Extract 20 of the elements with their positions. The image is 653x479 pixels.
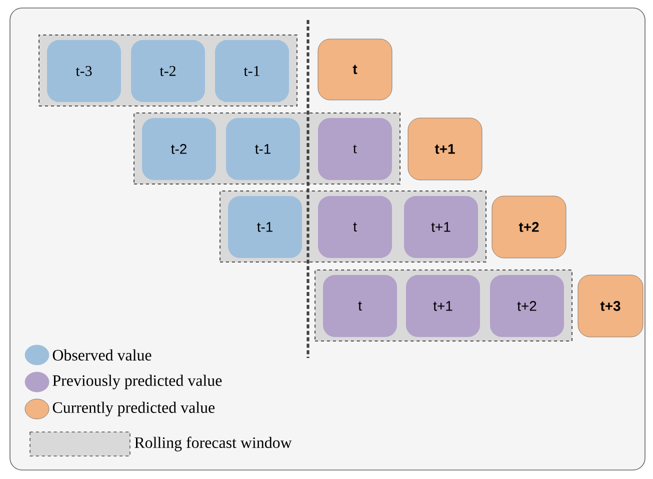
- value-box: t+1: [404, 196, 478, 258]
- value-box: t-1: [228, 196, 302, 258]
- value-box: t+1: [406, 275, 480, 337]
- legend-label: Rolling forecast window: [134, 436, 292, 452]
- value-box: t: [318, 38, 392, 100]
- value-box: t: [323, 275, 397, 337]
- legend-label: Currently predicted value: [52, 402, 215, 416]
- value-box: t-1: [226, 118, 300, 180]
- value-box: t+1: [408, 118, 482, 180]
- value-box: t+3: [578, 274, 644, 338]
- value-box: t: [318, 118, 392, 180]
- value-box: t-3: [47, 40, 121, 102]
- value-box: t: [318, 196, 392, 258]
- value-box: t+2: [492, 196, 566, 258]
- value-box: t+2: [490, 275, 564, 337]
- value-box: t-1: [215, 40, 289, 102]
- legend-label: Observed value: [52, 349, 152, 361]
- value-box: t-2: [131, 40, 205, 102]
- value-box: t-2: [142, 118, 216, 180]
- legend-label: Previously predicted value: [52, 374, 222, 390]
